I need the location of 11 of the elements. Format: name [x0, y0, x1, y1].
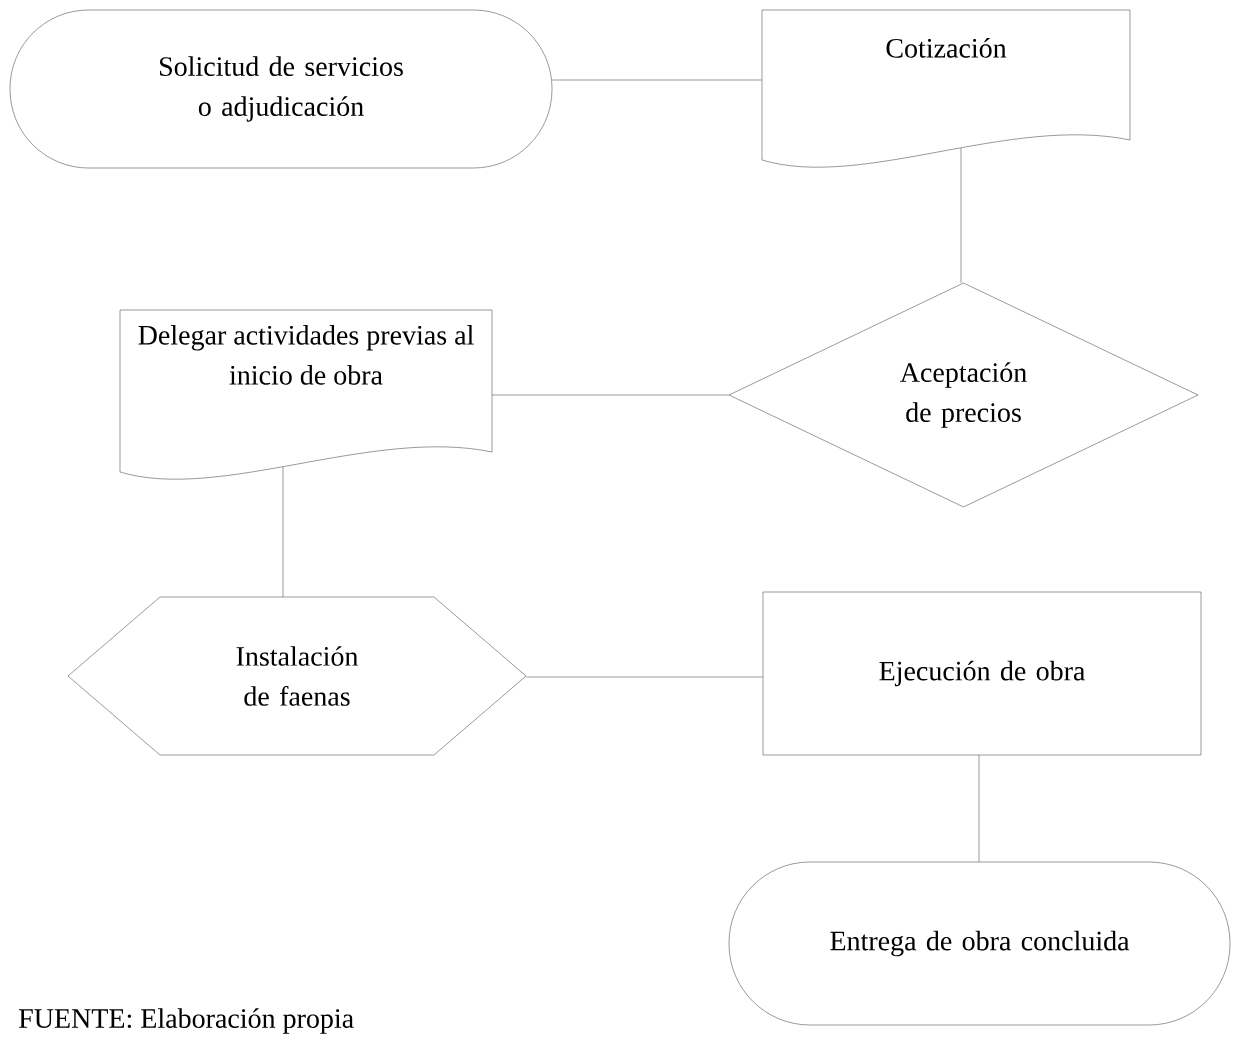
connector-line [282, 466, 284, 597]
connector-line [526, 676, 763, 678]
connector-line [960, 147, 962, 283]
document-shape: Cotización [761, 9, 1131, 168]
process-box: Ejecución de obra [762, 591, 1202, 756]
connector-line [978, 755, 980, 862]
connector-line [552, 79, 762, 81]
document-shape: Delegar actividades previas al inicio de obra [119, 309, 493, 480]
preparation-hexagon: Instalación de faenas [67, 596, 527, 756]
connector-line [492, 394, 729, 396]
source-note: FUENTE: Elaboración propia [19, 1008, 354, 1034]
